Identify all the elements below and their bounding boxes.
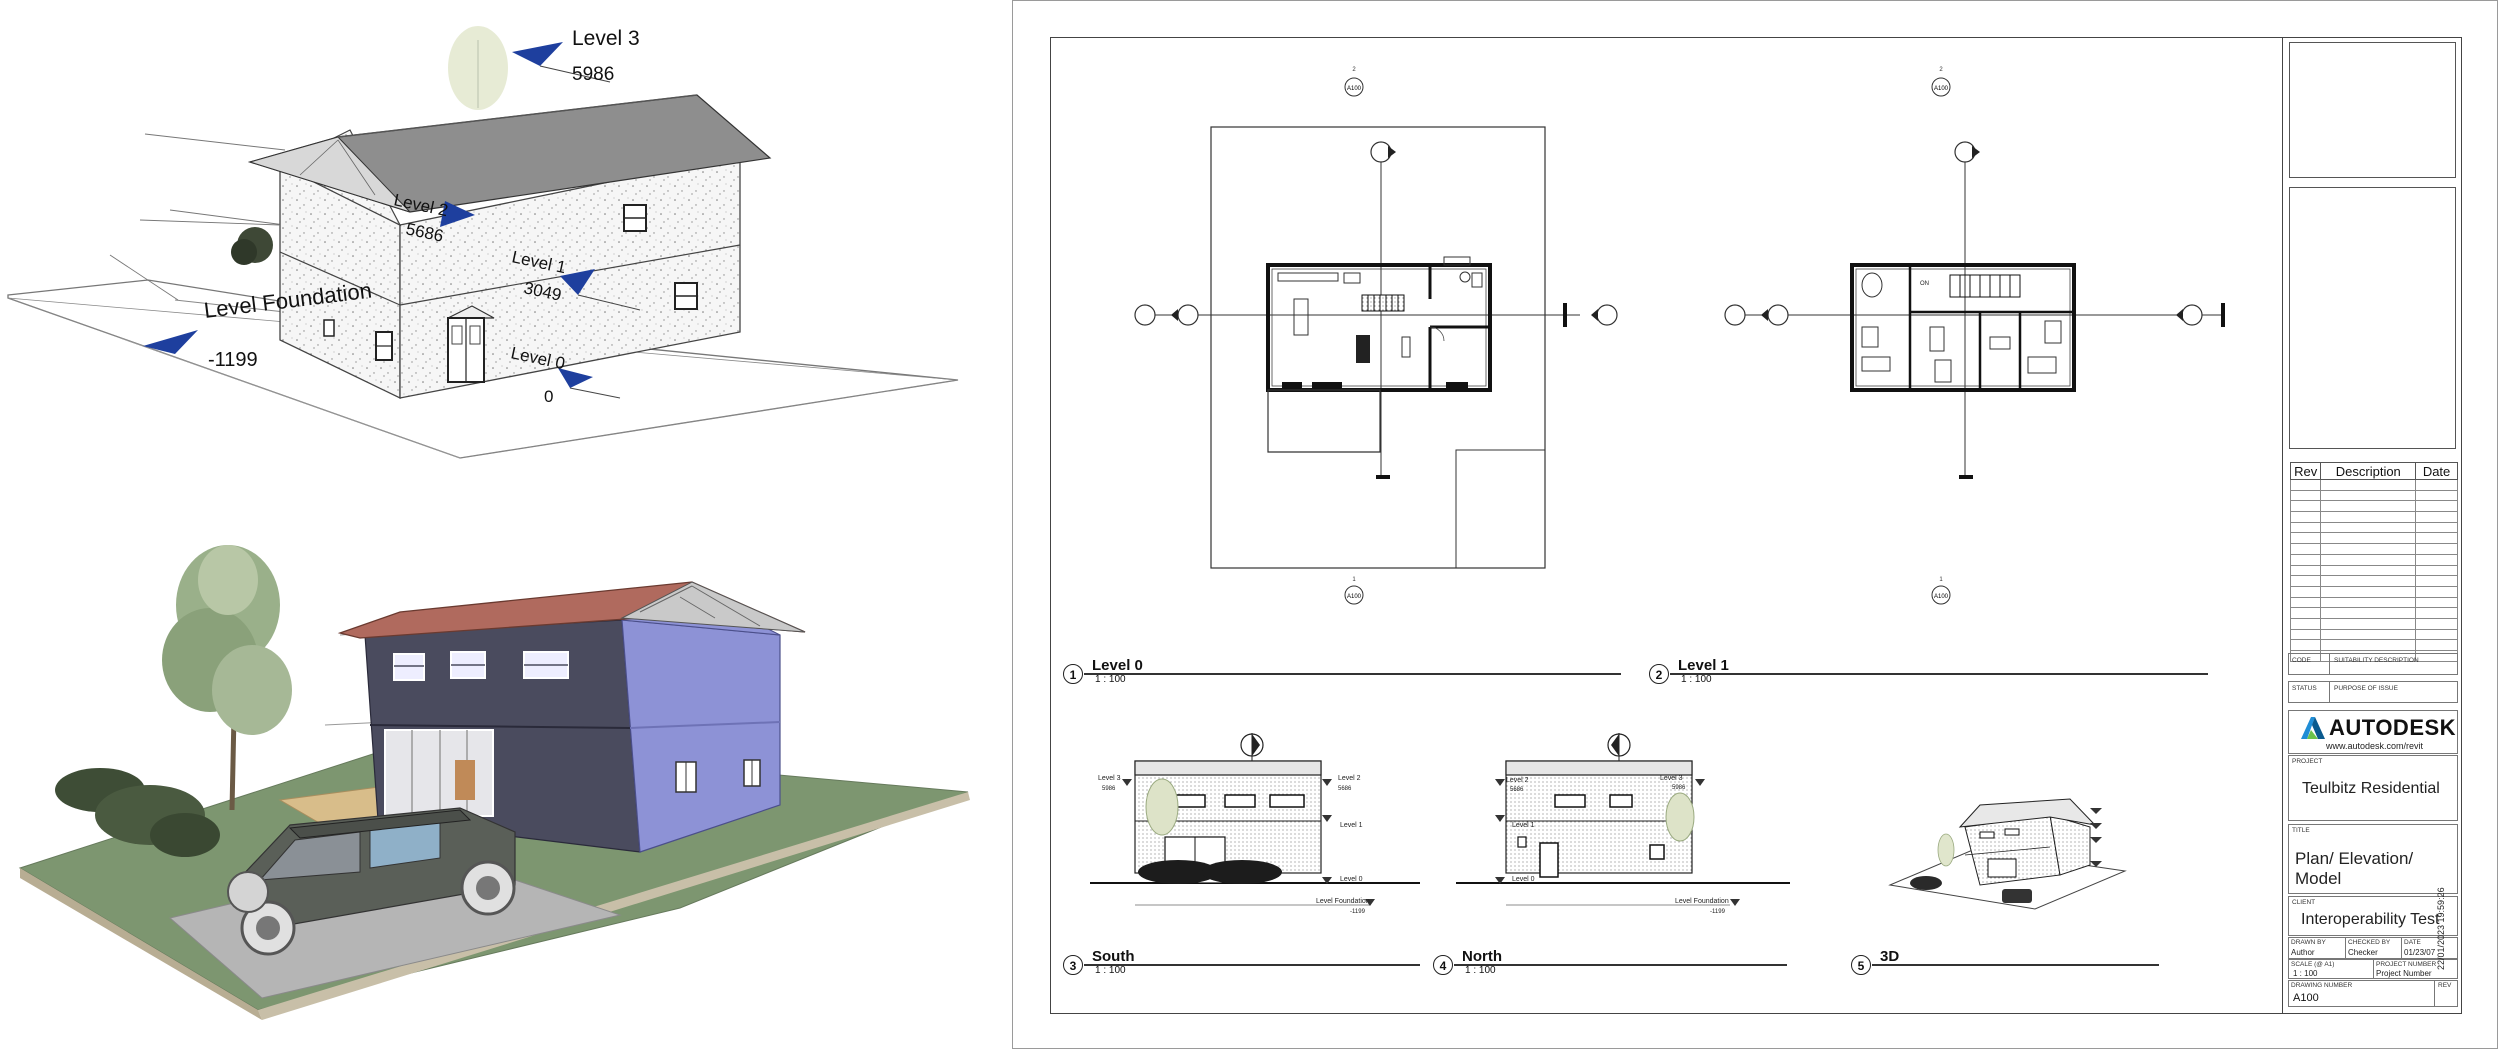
viewport-scale-4: 1 : 100 [1465,965,1496,976]
svg-text:Level 3: Level 3 [1098,775,1121,782]
viewport-title-line-1 [1084,673,1621,675]
author-row: DRAWN BY Author CHECKED BY Checker DATE … [2288,937,2458,959]
svg-text:Level Foundation: Level Foundation [1316,898,1370,905]
viewport-number-4: 4 [1433,955,1453,975]
viewport-scale-1: 1 : 100 [1095,674,1126,685]
svg-text:A100: A100 [1934,594,1949,600]
svg-text:ON: ON [1920,281,1929,287]
drawn-by: Author [2291,948,2315,957]
viewport-number-5: 5 [1851,955,1871,975]
viewport-title-text-1: Level 0 [1092,657,1143,674]
svg-text:5686: 5686 [1338,786,1352,792]
project-number: Project Number [2376,969,2432,978]
svg-text:-1199: -1199 [1710,909,1726,915]
title-block-empty-box-2 [2289,187,2456,449]
viewport-title-text-3: South [1092,948,1135,965]
rev-header-rev: Rev [2289,462,2322,480]
svg-text:Level 2: Level 2 [1338,775,1361,782]
tree-render [162,545,292,811]
level0-elevation: 0 [544,387,553,406]
plan-level0[interactable]: A100 2 A100 1 [1134,67,1618,605]
svg-text:1: 1 [1352,577,1356,583]
level3-name: Level 3 [572,27,640,50]
viewport-number-3: 3 [1063,955,1083,975]
status-row: STATUS PURPOSE OF ISSUE [2288,681,2458,703]
client-name: Interoperability Test [2301,911,2440,928]
level3-elevation: 5986 [572,64,614,85]
viewport-title-line-4 [1454,964,1787,966]
title-block [2282,37,2462,1014]
svg-text:A100: A100 [1347,86,1362,92]
project-name: Teulbitz Residential [2302,780,2440,797]
elevation-south[interactable]: Level 3 5986 Level 2 5686 Level 1 Level … [1090,733,1420,915]
viewport-number-2: 2 [1649,664,1669,684]
svg-text:A100: A100 [1347,594,1362,600]
scale-row: SCALE (@ A1) 1 : 100 PROJECT NUMBER Proj… [2288,959,2458,979]
lower-house-render [18,545,970,1020]
rev-rows [2289,479,2458,662]
svg-text:-1199: -1199 [1350,909,1366,915]
svg-text:5686: 5686 [1510,787,1524,793]
code-row: CODE SUITABILITY DESCRIPTION [2288,653,2458,675]
rev-header-description: Description [2320,462,2417,480]
plot-timestamp: 22/01/2023 19:59:26 [2436,887,2446,970]
svg-text:Level 1: Level 1 [1512,822,1535,829]
brand-box: AUTODESK www.autodesk.com/revit [2288,710,2458,754]
viewport-title-line-2 [1670,673,2208,675]
view-3d-thumbnail[interactable] [1888,798,2127,910]
autodesk-logo-icon [2301,717,2325,739]
svg-text:1: 1 [1939,577,1943,583]
svg-text:Level 0: Level 0 [1512,876,1535,883]
project-box: PROJECT Teulbitz Residential [2288,755,2458,821]
viewport-scale-2: 1 : 100 [1681,674,1712,685]
viewport-scale-3: 1 : 100 [1095,965,1126,976]
roof-tree [448,26,508,110]
svg-text:5986: 5986 [1102,786,1116,792]
viewport-title-line-5 [1872,964,2159,966]
sheet-date: 01/23/07 [2404,948,2436,957]
vehicle-render [227,807,516,956]
revision-table: Rev Description Date [2289,462,2458,662]
model-3d-views: Level 3 5986 Level 2 5686 Level 1 3049 L… [7,26,970,1020]
drawing-number-row: DRAWING NUMBER A100 REV [2288,980,2458,1007]
level-marker-level3[interactable]: Level 3 5986 [512,27,640,85]
rev-header-date: Date [2415,462,2458,480]
title-block-empty-box-1 [2289,42,2456,178]
svg-text:Level 2: Level 2 [1506,777,1529,784]
svg-text:2: 2 [1939,67,1943,73]
svg-text:Level 3: Level 3 [1660,775,1683,782]
drawing-number: A100 [2293,992,2319,1004]
section-tag-plan2-bottom[interactable]: A100 1 [1931,577,1951,605]
viewport-title-line-3 [1084,964,1420,966]
viewport-title-text-5: 3D [1880,948,1900,965]
elevation-north[interactable]: Level 2 5686 Level 3 5986 Level 1 Level … [1456,733,1790,915]
svg-text:Level Foundation: Level Foundation [1675,898,1729,905]
svg-text:Level 1: Level 1 [1340,822,1363,829]
drawing-sheet [1012,0,2498,1049]
viewport-title-text-2: Level 1 [1678,657,1729,674]
sheet-title: Plan/ Elevation/ Model [2295,849,2414,888]
section-tag-plan1-top[interactable]: A100 2 [1344,67,1364,97]
plan-level1[interactable]: ON A100 2 A100 1 [1724,67,2225,605]
checked-by: Checker [2348,948,2378,957]
sheet-drawings: A100 2 A100 1 [1090,67,2225,915]
sheet-scale: 1 : 100 [2293,969,2318,978]
sheet-border [1050,37,2462,1014]
section-tag-plan1-bottom[interactable]: A100 1 [1344,577,1364,605]
svg-text:A100: A100 [1934,86,1949,92]
section-tag-plan2-top[interactable]: A100 2 [1931,67,1951,97]
viewport-number-1: 1 [1063,664,1083,684]
upper-house-model [7,26,959,459]
sheet-title-box: TITLE Plan/ Elevation/ Model [2288,824,2458,894]
svg-text:Level 0: Level 0 [1340,876,1363,883]
foundation-elevation: -1199 [208,349,258,371]
svg-text:2: 2 [1352,67,1356,73]
brand-url[interactable]: www.autodesk.com/revit [2326,741,2424,751]
svg-text:5986: 5986 [1672,785,1686,791]
client-box: CLIENT Interoperability Test [2288,896,2458,936]
brand-name: AUTODESK [2329,715,2457,740]
viewport-title-text-4: North [1462,948,1502,965]
